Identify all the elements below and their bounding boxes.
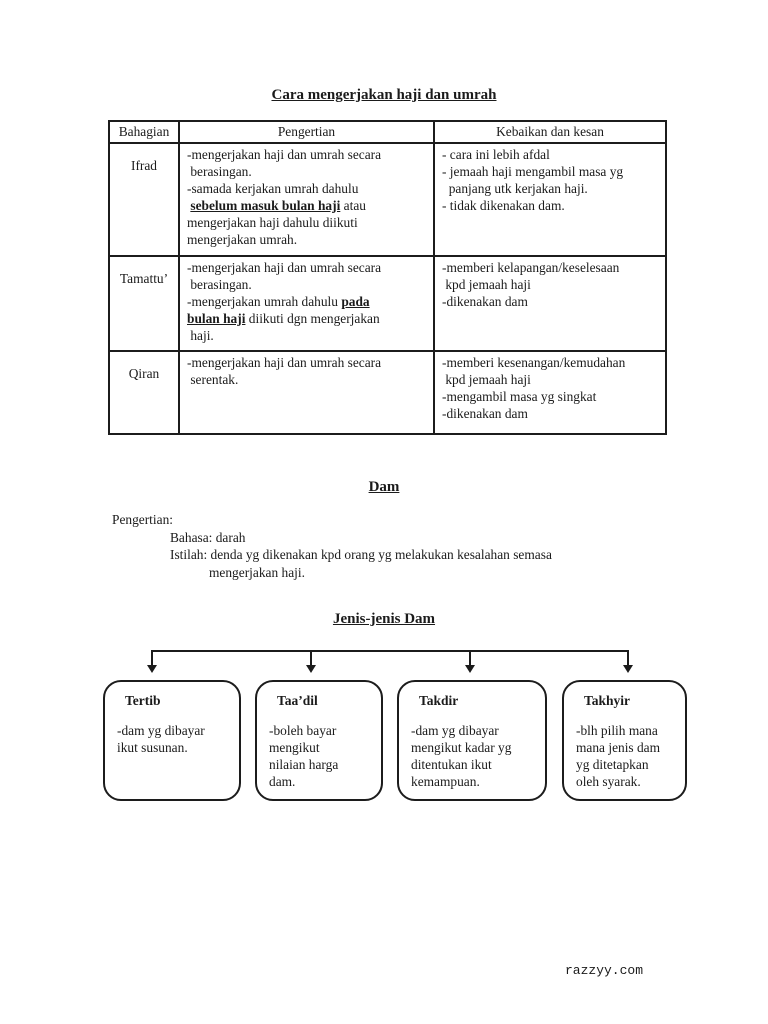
connector-stem bbox=[469, 650, 471, 666]
table-row-qiran: Qiran -mengerjakan haji dan umrah secara… bbox=[108, 350, 667, 435]
dam-istilah-line: Istilah: denda yg dikenakan kpd orang yg… bbox=[170, 547, 552, 562]
connector-stem bbox=[151, 650, 153, 666]
dam-type-title: Taa’dil bbox=[277, 693, 318, 708]
connector-stem bbox=[310, 650, 312, 666]
column-header-bahagian: Bahagian bbox=[108, 120, 180, 144]
text-run: diikuti dgn mengerjakan haji. bbox=[190, 311, 380, 343]
down-arrow-icon bbox=[147, 665, 157, 673]
dam-type-description: -blh pilih mana mana jenis dam yg diteta… bbox=[576, 723, 661, 789]
dam-type-description: -boleh bayar mengikut nilaian harga dam. bbox=[269, 723, 339, 789]
dam-section-heading: Dam bbox=[368, 479, 400, 495]
text-run: -mengerjakan haji dan umrah secara seren… bbox=[187, 355, 382, 387]
cell-bahagian-qiran: Qiran bbox=[108, 350, 180, 435]
text-run-bold-underline: pada bulan haji bbox=[187, 294, 370, 326]
table-row-ifrad: Ifrad -mengerjakan haji dan umrah secara… bbox=[108, 142, 667, 257]
text-run: -mengerjakan haji dan umrah secara beras… bbox=[187, 147, 382, 196]
down-arrow-icon bbox=[306, 665, 316, 673]
connector-stem bbox=[627, 650, 629, 666]
dam-type-description: -dam yg dibayar ikut susunan. bbox=[117, 723, 205, 755]
cell-kebaikan-ifrad: - cara ini lebih afdal - jemaah haji men… bbox=[433, 142, 667, 257]
dam-type-box-taadil: Taa’dil -boleh bayar mengikut nilaian ha… bbox=[255, 680, 383, 801]
dam-type-box-tertib: Tertib -dam yg dibayar ikut susunan. bbox=[103, 680, 241, 801]
jenis-dam-heading: Jenis-jenis Dam bbox=[332, 611, 436, 627]
text-run: atau mengerjakan haji dahulu diikuti men… bbox=[187, 198, 366, 247]
text-run: -mengerjakan haji dan umrah secara beras… bbox=[187, 260, 382, 309]
cell-bahagian-tamattu: Tamattu’ bbox=[108, 255, 180, 352]
cell-pengertian-qiran: -mengerjakan haji dan umrah secara seren… bbox=[178, 350, 435, 435]
cell-kebaikan-qiran: -memberi kesenangan/kemudahan kpd jemaah… bbox=[433, 350, 667, 435]
dam-pengertian-label: Pengertian: bbox=[112, 512, 173, 527]
table-header-row: Bahagian Pengertian Kebaikan dan kesan bbox=[108, 120, 667, 144]
cell-pengertian-ifrad: -mengerjakan haji dan umrah secara beras… bbox=[178, 142, 435, 257]
dam-type-box-takdir: Takdir -dam yg dibayar mengikut kadar yg… bbox=[397, 680, 547, 801]
dam-type-box-takhyir: Takhyir -blh pilih mana mana jenis dam y… bbox=[562, 680, 687, 801]
cell-kebaikan-tamattu: -memberi kelapangan/keselesaan kpd jemaa… bbox=[433, 255, 667, 352]
table-row-tamattu: Tamattu’ -mengerjakan haji dan umrah sec… bbox=[108, 255, 667, 352]
connector-horizontal-line bbox=[151, 650, 629, 652]
dam-istilah-continuation: mengerjakan haji. bbox=[209, 564, 305, 580]
haji-umrah-table: Bahagian Pengertian Kebaikan dan kesan I… bbox=[108, 120, 667, 435]
dam-type-title: Takdir bbox=[419, 693, 459, 708]
cell-bahagian-ifrad: Ifrad bbox=[108, 142, 180, 257]
dam-bahasa-line: Bahasa: darah bbox=[170, 529, 246, 545]
watermark-text: razzyy.com bbox=[565, 963, 644, 978]
dam-type-title: Takhyir bbox=[584, 693, 631, 708]
dam-type-title: Tertib bbox=[125, 693, 161, 708]
dam-type-description: -dam yg dibayar mengikut kadar yg ditent… bbox=[411, 723, 512, 789]
column-header-pengertian: Pengertian bbox=[178, 120, 435, 144]
page-title: Cara mengerjakan haji dan umrah bbox=[271, 87, 497, 103]
text-run-bold-underline: sebelum masuk bulan haji bbox=[190, 198, 341, 213]
cell-pengertian-tamattu: -mengerjakan haji dan umrah secara beras… bbox=[178, 255, 435, 352]
down-arrow-icon bbox=[465, 665, 475, 673]
down-arrow-icon bbox=[623, 665, 633, 673]
column-header-kebaikan: Kebaikan dan kesan bbox=[433, 120, 667, 144]
dam-definition-block: Pengertian: Bahasa: darah Istilah: denda… bbox=[112, 511, 552, 581]
